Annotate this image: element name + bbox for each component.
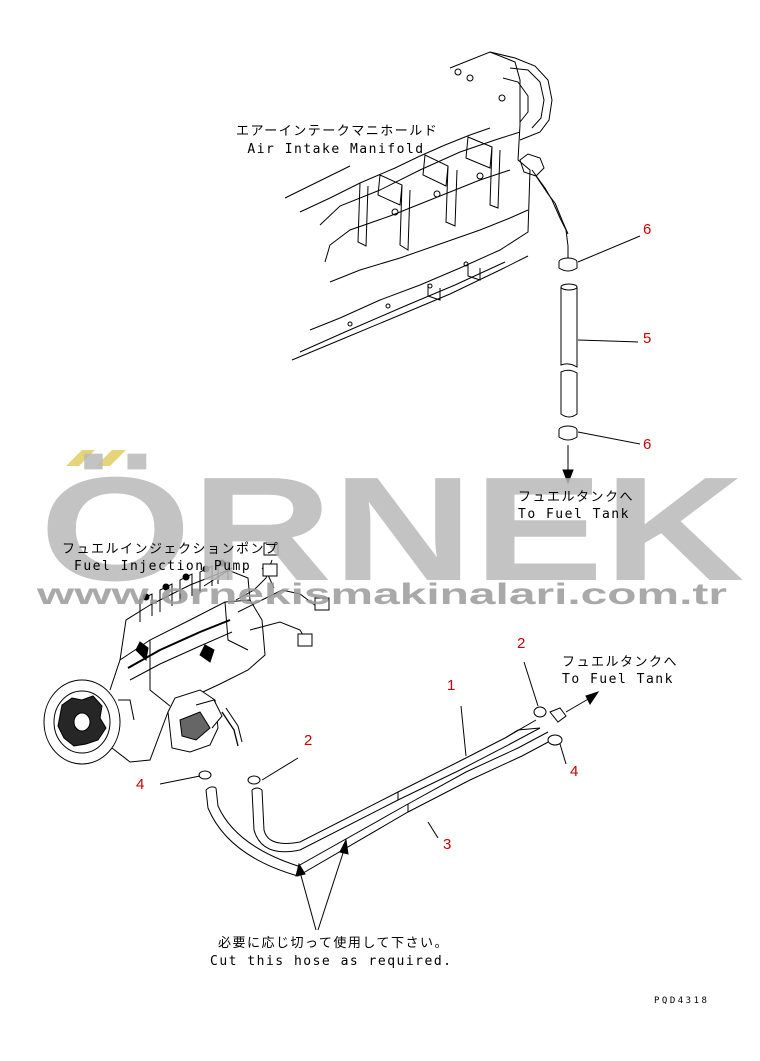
watermark-url: www.ornekismakinalari.com.tr xyxy=(35,578,727,611)
callout-6-bottom: 6 xyxy=(643,436,652,453)
leaders-top-right xyxy=(577,235,641,445)
callout-3: 3 xyxy=(443,836,452,853)
callout-6-top: 6 xyxy=(643,221,652,238)
callout-4-right: 4 xyxy=(570,763,579,780)
leader-air-intake xyxy=(284,165,351,199)
label-fuel-tank-top-en: To Fuel Tank xyxy=(518,507,630,522)
clamps-lower xyxy=(198,706,563,785)
watermark-accent xyxy=(66,450,126,466)
watermark-brand: ÖRNEK xyxy=(40,447,745,612)
label-fuel-tank-right-en: To Fuel Tank xyxy=(562,672,674,687)
arrow-to-fuel-tank-top xyxy=(562,445,574,485)
label-air-intake-jp: エアーインテークマニホールド xyxy=(236,124,439,139)
hose-5 xyxy=(560,283,578,418)
leaders-lower xyxy=(159,661,567,839)
clamp-6-bottom xyxy=(558,425,578,441)
label-fuel-tank-right-jp: フュエルタンクへ xyxy=(562,655,679,670)
label-fuel-pump-jp: フュエルインジェクションポンプ xyxy=(62,542,280,557)
wiring-connectors xyxy=(262,542,330,647)
clamp-6-top xyxy=(558,257,578,272)
air-intake-manifold xyxy=(291,51,569,361)
arrow-to-fuel-tank-right xyxy=(549,691,600,723)
callout-4-left: 4 xyxy=(136,776,145,793)
callout-5: 5 xyxy=(643,330,652,347)
label-cut-hose-jp: 必要に応じ切って使用して下さい。 xyxy=(218,936,449,951)
label-fuel-pump-en: Fuel Injection Pump xyxy=(74,559,252,574)
label-air-intake-en: Air Intake Manifold xyxy=(247,142,425,157)
hose-1 xyxy=(251,719,541,853)
callout-1: 1 xyxy=(447,677,456,694)
drawing-code: PQD4318 xyxy=(654,996,710,1006)
fuel-injection-pump xyxy=(43,559,317,765)
cut-arrows xyxy=(295,838,349,931)
label-fuel-tank-top-jp: フュエルタンクへ xyxy=(518,490,635,505)
callout-2-right: 2 xyxy=(517,635,526,652)
callout-2-left: 2 xyxy=(304,732,313,749)
label-cut-hose-en: Cut this hose as required. xyxy=(210,954,453,969)
leader-fuel-pump xyxy=(203,567,233,587)
hose-3 xyxy=(205,731,553,877)
